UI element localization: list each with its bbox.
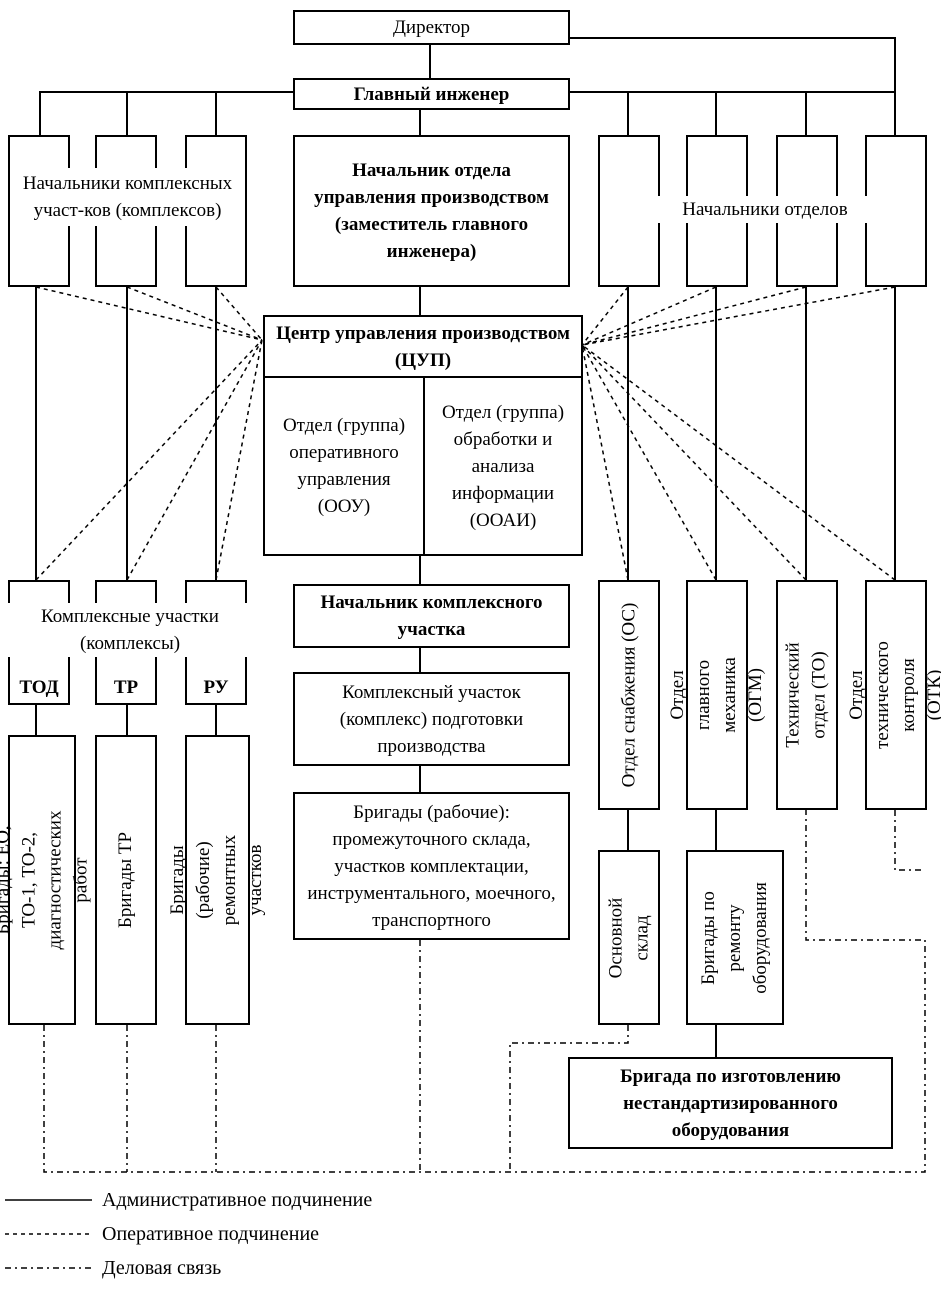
chief-engineer-label: Главный инженер	[353, 83, 510, 105]
brigades-workers-label: Бригады (рабочие): промежуточного склада…	[307, 801, 556, 931]
supply-dept-label: Отдел снабжения (ОС)	[618, 602, 639, 788]
production-head-box: Начальник отдела управления производство…	[293, 135, 570, 287]
technical-dept-box: Технический отдел (ТО)	[776, 580, 838, 810]
operational-lines	[35, 286, 896, 581]
brigades-eo-label: Бригады: ЕО, ТО-1, ТО-2, диагностических…	[0, 810, 91, 950]
tr-label: ТР	[101, 674, 151, 701]
tod-label: ТОД	[14, 674, 64, 701]
brigades-workers-box: Бригады (рабочие): промежуточного склада…	[293, 792, 570, 940]
main-warehouse-label: Основной склад	[605, 897, 653, 978]
nonstandard-brigade-box: Бригада по изготовлению нестандартизиров…	[568, 1057, 893, 1149]
complex-section-head-label: Начальник комплексного участка	[320, 592, 543, 640]
control-center-label: Центр управления производством (ЦУП)	[276, 322, 570, 371]
equipment-repair-label: Бригады по ремонту оборудования	[698, 881, 772, 994]
prep-section-label: Комплексный участок (комплекс) подготовк…	[339, 681, 524, 757]
complex-sections-label: Комплексные участки (комплексы)	[6, 603, 254, 657]
control-center-box: Центр управления производством (ЦУП)	[263, 315, 583, 378]
business-lines	[43, 810, 926, 1173]
legend-business: Деловая связь	[102, 1257, 222, 1279]
equipment-repair-box: Бригады по ремонту оборудования	[686, 850, 784, 1025]
ru-label: РУ	[191, 674, 241, 701]
quality-dept-label: Отдел технического контроля (ОТК)	[846, 641, 941, 749]
ooai-box: Отдел (группа) обработки и анализа инфор…	[423, 376, 583, 556]
director-box: Директор	[293, 10, 570, 45]
production-head-label: Начальник отдела управления производство…	[314, 160, 549, 262]
brigades-eo-box: Бригады: ЕО, ТО-1, ТО-2, диагностических…	[0, 735, 91, 1025]
director-label: Директор	[392, 17, 471, 38]
chief-engineer-box: Главный инженер	[293, 78, 570, 110]
department-heads-label: Начальники отделов	[650, 196, 880, 223]
legend-operational: Оперативное подчинение	[102, 1223, 320, 1245]
nonstandard-brigade-label: Бригада по изготовлению нестандартизиров…	[620, 1065, 841, 1141]
prep-section-box: Комплексный участок (комплекс) подготовк…	[293, 672, 570, 766]
complex-section-head-box: Начальник комплексного участка	[293, 584, 570, 648]
complex-heads-label: Начальники комплексных участ-ков (компле…	[10, 168, 245, 226]
chief-mechanic-dept-box: Отдел главного механика (ОГМ)	[667, 580, 766, 810]
quality-dept-box: Отдел технического контроля (ОТК)	[846, 580, 941, 810]
ooai-label: Отдел (группа) обработки и анализа инфор…	[441, 401, 565, 531]
technical-dept-label: Технический отдел (ТО)	[783, 642, 830, 748]
brigades-tr-box: Бригады ТР	[95, 735, 157, 1025]
brigades-tr-label: Бригады ТР	[115, 831, 137, 929]
brigades-repair-box: Бригады (рабочие) ремонтных участков	[168, 735, 267, 1025]
chief-mechanic-dept-label: Отдел главного механика (ОГМ)	[667, 657, 767, 733]
legend-administrative: Административное подчинение	[102, 1189, 373, 1211]
main-warehouse-box: Основной склад	[598, 850, 660, 1025]
oou-box: Отдел (группа) оперативного управления (…	[263, 376, 425, 556]
oou-label: Отдел (группа) оперативного управления (…	[282, 415, 406, 517]
brigades-repair-label: Бригады (рабочие) ремонтных участков	[167, 834, 267, 926]
administrative-lines	[35, 37, 896, 1057]
supply-dept-box: Отдел снабжения (ОС)	[598, 580, 660, 810]
